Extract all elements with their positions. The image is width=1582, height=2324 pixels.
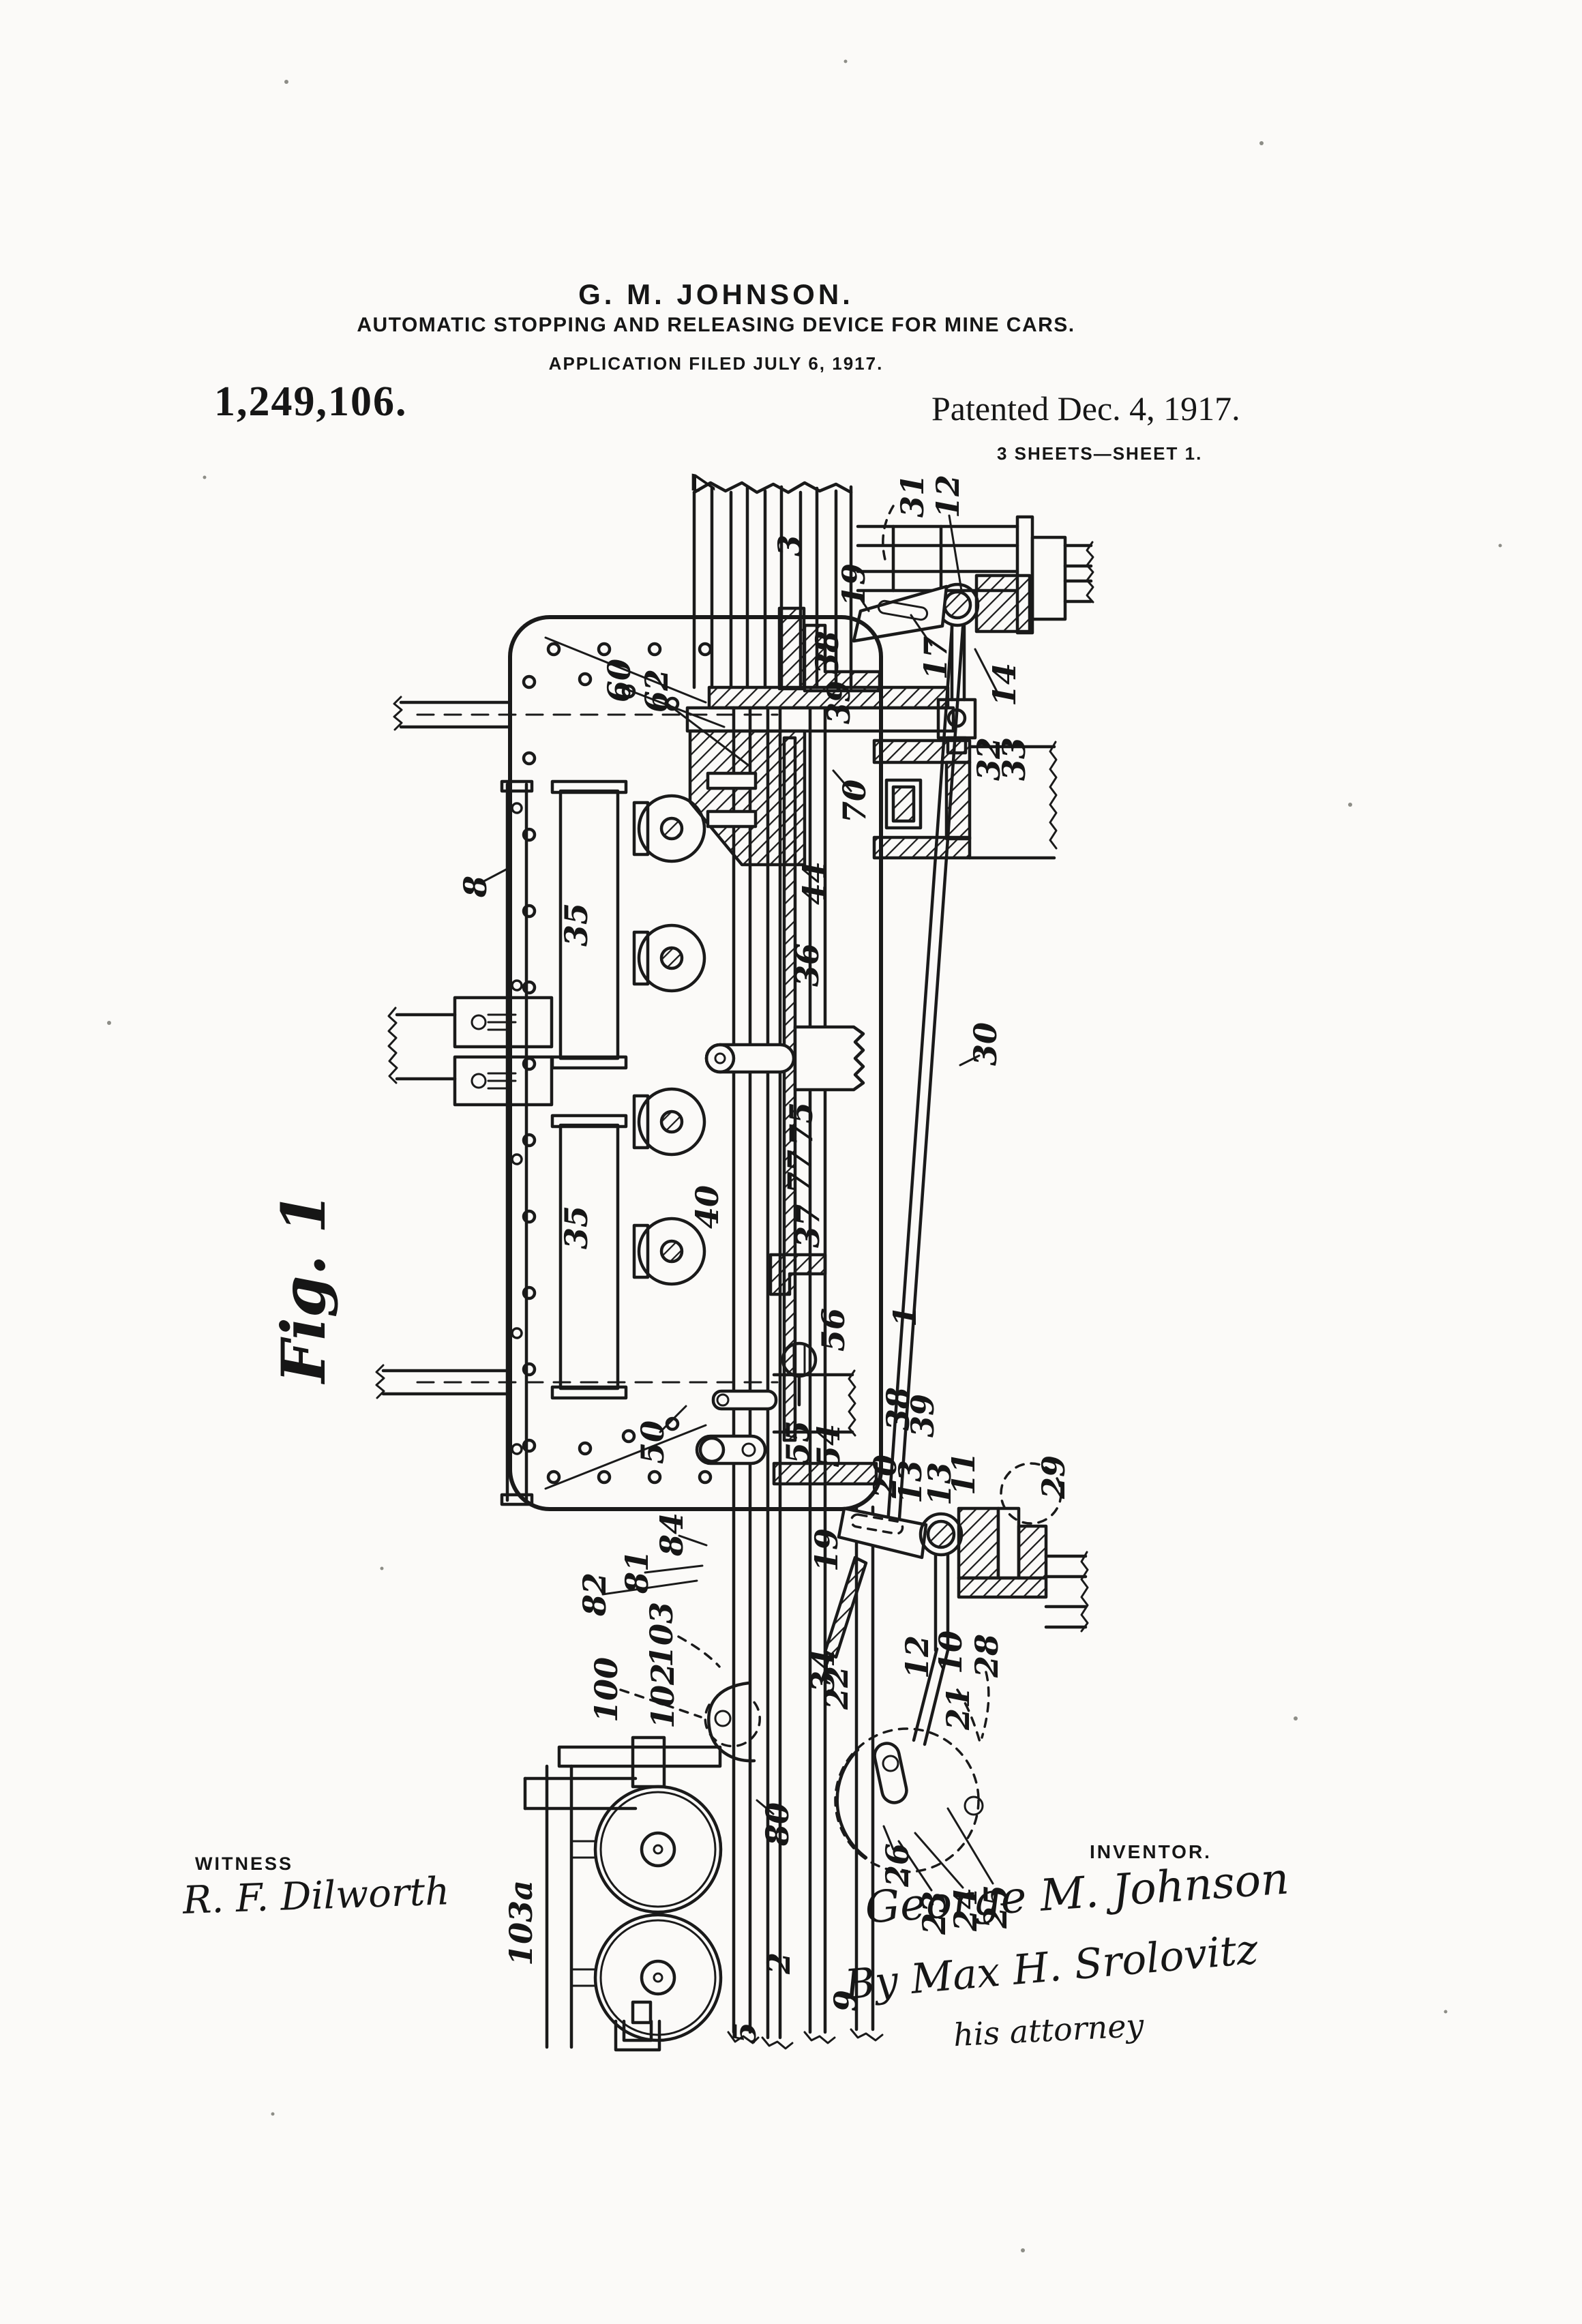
patented-date-line: Patented Dec. 4, 1917. [931,389,1240,428]
reference-numeral-29: 29 [1035,1455,1072,1500]
reference-numeral-80: 80 [759,1802,796,1847]
reference-numeral-12: 12 [929,474,966,519]
reference-numeral-40: 40 [689,1185,726,1230]
lower-trip-assembly [601,1369,1089,1746]
stub-shafts [375,696,554,1399]
reference-numeral-11: 11 [945,1451,982,1496]
mine-car-truck [523,1635,761,2052]
witness-signature: R. F. Dilworth [181,1869,451,1923]
reference-numeral-103: 103 [643,1601,680,1668]
reference-numeral-28: 28 [968,1633,1005,1678]
reference-numeral-39: 39 [820,680,857,725]
reference-numeral-30: 30 [967,1022,1004,1067]
reference-numeral-10: 10 [932,1630,969,1675]
reference-numeral-35: 35 [558,902,595,947]
inventor-name-heading: G. M. JOHNSON. [578,278,854,310]
witness-label: WITNESS [195,1853,294,1874]
reference-numeral-35: 35 [558,1205,595,1250]
reference-numeral-62: 62 [638,668,675,713]
patent-number: 1,249,106. [214,378,408,425]
reference-numeral-38: 38 [809,630,846,675]
reference-numeral-22: 22 [818,1665,855,1710]
upper-stop-assembly [483,606,1058,882]
reference-numeral-75: 75 [783,1101,820,1146]
reference-numeral-37: 37 [790,1204,826,1249]
reference-numeral-17: 17 [917,636,954,681]
patent-title: AUTOMATIC STOPPING AND RELEASING DEVICE … [357,314,1075,336]
application-line: APPLICATION FILED JULY 6, 1917. [548,353,884,374]
reference-numeral-54: 54 [810,1423,847,1468]
reference-numeral-44: 44 [796,861,833,906]
track-rails [727,706,884,2050]
reference-numeral-19: 19 [808,1528,845,1573]
reference-numeral-70: 70 [836,779,873,824]
figure-label: Fig. 1 [268,1192,339,1383]
reference-numeral-103a: 103a [503,1880,539,1966]
reference-numeral-60: 60 [601,658,638,703]
reference-numeral-84: 84 [653,1512,690,1557]
brake-bars-and-rollers [500,779,706,1506]
reference-numeral-12: 12 [899,1635,936,1680]
car-frame [416,615,883,1511]
reference-numeral-50: 50 [634,1420,671,1465]
reference-numeral-33: 33 [996,736,1032,781]
reference-numeral-56: 56 [815,1307,852,1352]
reference-numeral-77: 77 [781,1149,818,1194]
reference-numeral-1: 1 [886,1305,923,1328]
reference-numeral-7: 7 [685,473,722,496]
reference-numeral-19: 19 [835,563,872,608]
reference-numeral-8: 8 [457,875,494,898]
reference-numeral-102: 102 [644,1663,681,1729]
reference-numeral-82: 82 [576,1572,613,1617]
reference-numeral-3: 3 [771,534,808,557]
sheet-count-line: 3 SHEETS—SHEET 1. [997,443,1203,464]
reference-numeral-2: 2 [760,1952,797,1975]
rollers [632,794,706,1286]
reference-numeral-14: 14 [986,662,1023,707]
reference-numeral-31: 31 [894,473,931,518]
reference-numeral-39: 39 [904,1393,941,1438]
reference-numeral-5: 5 [726,2021,763,2044]
reference-numeral-36: 36 [789,942,826,987]
scan-dust [107,59,1502,2252]
reference-numeral-100: 100 [588,1656,625,1723]
reference-numeral-81: 81 [618,1549,655,1594]
ratchet-release [756,1727,994,1892]
rivet-holes [522,642,713,1485]
inventor-label: INVENTOR. [1090,1841,1212,1862]
reference-numeral-21: 21 [940,1686,976,1731]
